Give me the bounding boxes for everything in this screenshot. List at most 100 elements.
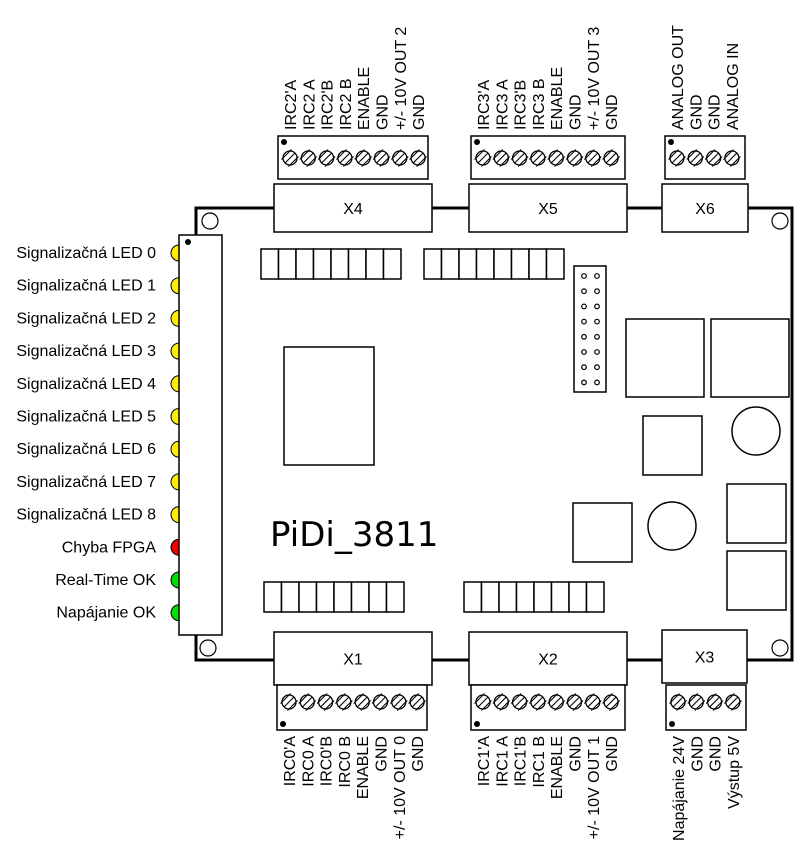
screw-terminal-icon — [602, 693, 620, 711]
screw-terminal-icon — [408, 693, 426, 711]
pin-label: IRC3 A — [494, 79, 511, 130]
led-indicator: Real-Time OK — [55, 571, 180, 589]
component-square — [726, 550, 787, 611]
led-yellow-icon — [170, 277, 180, 295]
pin-label: IRC2'B — [320, 80, 337, 130]
screw-terminal-icon — [724, 693, 742, 711]
screw-terminal-icon — [474, 149, 492, 167]
led-label: Signalizačná LED 2 — [16, 310, 156, 327]
mounting-hole — [771, 212, 789, 230]
led-indicator: Signalizačná LED 8 — [16, 506, 180, 524]
pin-label: IRC0'A — [282, 736, 299, 787]
connector-body — [468, 183, 628, 233]
led-yellow-icon — [170, 244, 180, 262]
screw-terminal-icon — [280, 693, 298, 711]
mounting-hole — [199, 639, 217, 657]
pin-label: IRC1 B — [531, 736, 548, 788]
component-square — [572, 502, 633, 563]
screw-terminal-icon — [565, 693, 584, 711]
screw-terminal-icon — [529, 693, 547, 711]
pin-label: IRC3'A — [476, 79, 493, 130]
led-label: Signalizačná LED 3 — [16, 343, 156, 360]
pin-label: IRC1'B — [513, 736, 530, 786]
led-label: Chyba FPGA — [62, 539, 157, 556]
pin-label: GND — [604, 736, 621, 772]
led-indicator: Napájanie OK — [56, 604, 180, 622]
screw-terminal-icon — [686, 149, 705, 167]
led-yellow-icon — [170, 440, 180, 458]
connector-label: X5 — [538, 201, 558, 218]
connector-body — [273, 631, 433, 686]
connector-body — [273, 183, 433, 233]
mounting-hole — [201, 212, 219, 230]
component-circle — [731, 406, 781, 456]
screw-terminal-icon — [602, 149, 620, 167]
header-pin — [581, 364, 587, 371]
screw-terminal-icon — [723, 149, 741, 167]
screw-terminal-icon — [372, 149, 391, 167]
header-pin — [581, 273, 587, 279]
component-square — [710, 318, 790, 398]
led-indicator: Signalizačná LED 4 — [16, 375, 180, 393]
screw-terminal-icon — [298, 693, 317, 711]
pin-label: GND — [410, 736, 427, 772]
screw-terminal-icon — [474, 693, 492, 711]
led-label: Signalizačná LED 7 — [16, 474, 156, 491]
pin-label: IRC1 A — [494, 736, 511, 787]
pin-header — [573, 265, 607, 393]
pin-label: GND — [604, 94, 621, 130]
pin-label: IRC3 B — [531, 78, 548, 130]
pin-label: ENABLE — [355, 736, 372, 799]
led-red-icon — [170, 538, 180, 556]
screw-terminal-icon — [353, 693, 372, 711]
fpga-chip — [283, 346, 375, 466]
led-indicator: Signalizačná LED 2 — [16, 309, 180, 327]
pin-label: +/- 10V OUT 2 — [393, 27, 410, 130]
pin-label: ENABLE — [356, 67, 373, 130]
pin-label: GND — [707, 94, 724, 130]
pin1-marker — [281, 139, 287, 145]
led-yellow-icon — [170, 309, 180, 327]
led-green-icon — [170, 604, 180, 622]
dip-switch — [260, 248, 402, 280]
header-pin — [581, 379, 587, 386]
pin-label: GND — [688, 94, 705, 130]
screw-terminal-icon — [492, 693, 511, 711]
led-indicator: Signalizačná LED 1 — [16, 277, 180, 295]
header-pin — [594, 349, 600, 355]
pin1-marker — [280, 721, 286, 727]
terminal-block — [470, 684, 626, 731]
pin-label: IRC2'A — [283, 79, 300, 130]
connector-label: X2 — [538, 652, 558, 669]
led-indicator: Chyba FPGA — [62, 538, 180, 556]
pin-label: GND — [411, 94, 428, 130]
screw-terminal-icon — [529, 149, 547, 167]
connector-body — [661, 183, 749, 233]
connector-body — [661, 629, 748, 684]
screw-terminal-icon — [510, 693, 529, 711]
pin-label: GND — [375, 94, 392, 130]
pin-label: GND — [374, 736, 391, 772]
led-label: Real-Time OK — [55, 572, 156, 589]
component-square — [625, 318, 705, 398]
screw-terminal-icon — [409, 149, 427, 167]
screw-terminal-icon — [668, 149, 686, 167]
led-indicator: Signalizačná LED 0 — [16, 244, 180, 262]
pin1-marker — [474, 139, 480, 145]
pin-label: ANALOG OUT — [670, 25, 687, 130]
led-green-icon — [170, 571, 180, 589]
led-yellow-icon — [170, 407, 180, 426]
pin-label: +/- 10V OUT 1 — [586, 736, 603, 839]
pin-label: GND — [568, 736, 585, 772]
pin1-marker — [669, 721, 675, 727]
screw-terminal-icon — [583, 693, 602, 711]
screw-terminal-icon — [299, 149, 318, 167]
led-strip — [178, 234, 223, 636]
